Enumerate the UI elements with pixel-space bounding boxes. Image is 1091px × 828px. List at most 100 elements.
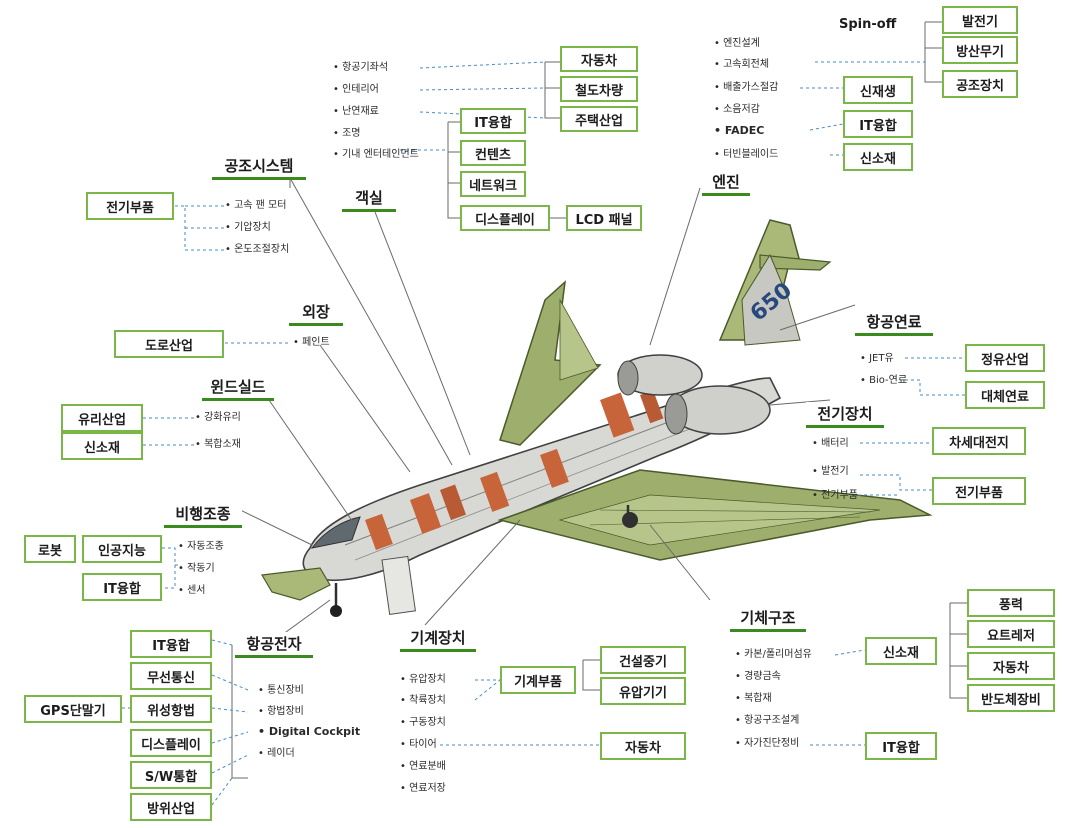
list-item: • 복합소재 [195,439,241,450]
list-item: • JET유 [860,353,894,364]
category-fuel: 항공연료 [855,310,933,336]
tail-stabilizer [759,254,832,271]
list-item: • 카본/폴리머섬유 [735,649,812,660]
list-item: • 통신장비 [258,685,304,696]
category-gongjo: 공조시스템 [212,154,306,180]
category-engine: 엔진 [702,170,750,196]
list-item: • 페인트 [293,337,330,348]
industry-box-it: IT융합 [460,108,526,134]
list-item: • 기압장치 [225,222,271,233]
industry-box-contents: 컨텐츠 [460,140,526,166]
list-item: • 발전기 [812,466,849,477]
industry-box-car: 자동차 [967,652,1055,680]
category-oejang: 외장 [289,300,343,326]
industry-box-defense-weapon: 방산무기 [942,36,1018,64]
cabin-seat [539,448,569,488]
category-gaeksil: 객실 [342,186,396,212]
list-item: • 항법장비 [258,706,304,717]
industry-box-wireless: 무선통신 [130,662,212,690]
cabin-seat [410,493,442,534]
industry-box-it: IT융합 [130,630,212,658]
list-item: • 배출가스절감 [714,82,779,93]
industry-box-yacht: 요트레저 [967,620,1055,648]
industry-box-elec-parts: 전기부품 [86,192,174,220]
list-item: • 기내 엔터테인먼트 [333,149,419,160]
list-item: • 터빈블레이드 [714,149,779,160]
industry-box-display: 디스플레이 [460,205,550,231]
list-item: • 고속회전체 [714,59,770,70]
industry-box-display: 디스플레이 [130,729,212,757]
list-item: • 구동장치 [400,717,446,728]
industry-box-road: 도로산업 [114,330,224,358]
list-item: • 전기부품 [812,490,858,501]
industry-box-machine: 공조장치 [942,70,1018,98]
airstair [381,555,416,616]
industry-box-renewable: 신재생 [843,76,913,104]
industry-box-newmaterial: 신소재 [865,637,937,665]
industry-box-newmaterial: 신소재 [61,432,143,460]
spinoff-label: Spin-off [839,17,897,32]
industry-box-refinery: 정유산업 [965,344,1045,372]
industry-box-defense: 방위산업 [130,793,212,821]
list-item: • 자동조종 [178,541,224,552]
list-item: • 레이더 [258,748,295,759]
list-item: • 고속 팬 모터 [225,200,287,211]
industry-box-it: IT융합 [865,732,937,760]
list-item: • 배터리 [812,438,849,449]
list-item: • Digital Cockpit [258,725,361,738]
category-avionics: 항공전자 [235,632,313,658]
industry-box-sw: S/W통합 [130,761,212,789]
list-item: • 타이어 [400,739,437,750]
list-item: • 연료저장 [400,783,446,794]
cabin-seat [600,392,635,438]
industry-box-wind: 풍력 [967,589,1055,617]
industry-box-ai: 인공지능 [82,535,162,563]
list-item: • 항공기좌석 [333,62,389,73]
industry-box-satellite: 위성항법 [130,695,212,723]
list-item: • 센서 [178,585,206,596]
industry-box-elec-parts: 전기부품 [932,477,1026,505]
industry-box-rail: 철도차량 [560,76,638,102]
industry-box-battery: 차세대전지 [932,427,1026,455]
list-item: • 자가진단정비 [735,738,800,749]
category-electric: 전기장치 [806,402,884,428]
industry-box-gps: GPS단말기 [24,695,122,723]
industry-box-glass: 유리산업 [61,404,143,432]
industry-box-it: IT융합 [843,110,913,138]
industry-box-car: 자동차 [600,732,686,760]
list-item: • 작동기 [178,563,215,574]
list-item: • 연료분배 [400,761,446,772]
list-item: • 인테리어 [333,84,379,95]
nose-gear-wheel [330,605,342,617]
industry-box-construction: 건설중기 [600,646,686,674]
cabin-seat [479,471,510,512]
list-item: • 온도조절장치 [225,244,290,255]
category-gigye: 기계장치 [400,626,476,652]
industry-box-car: 자동차 [560,46,638,72]
list-item: • 착륙장치 [400,695,446,706]
industry-box-it: IT융합 [82,573,162,601]
category-bihaeng: 비행조종 [164,502,242,528]
upper-wing [499,280,602,446]
list-item: • 난연재료 [333,106,379,117]
category-gichae: 기체구조 [730,606,806,632]
list-item: • 강화유리 [195,412,241,423]
list-item: • 경량금속 [735,671,781,682]
list-item: • 유압장치 [400,674,446,685]
industry-box-robot: 로봇 [24,535,76,563]
industry-box-mech-parts: 기계부품 [500,666,576,694]
list-item: • 소음저감 [714,104,760,115]
industry-box-altfuel: 대체연료 [965,381,1045,409]
industry-box-network: 네트워크 [460,171,526,197]
industry-box-generator: 발전기 [942,6,1018,34]
category-windshield: 윈드실드 [202,375,274,401]
main-gear-wheel [622,512,638,528]
industry-box-housing: 주택산업 [560,106,638,132]
list-item: • 항공구조설계 [735,715,800,726]
industry-box-newmaterial: 신소재 [843,143,913,171]
list-item: • FADEC [714,124,765,137]
list-item: • 엔진설계 [714,38,760,49]
industry-box-semicon: 반도체장비 [967,684,1055,712]
